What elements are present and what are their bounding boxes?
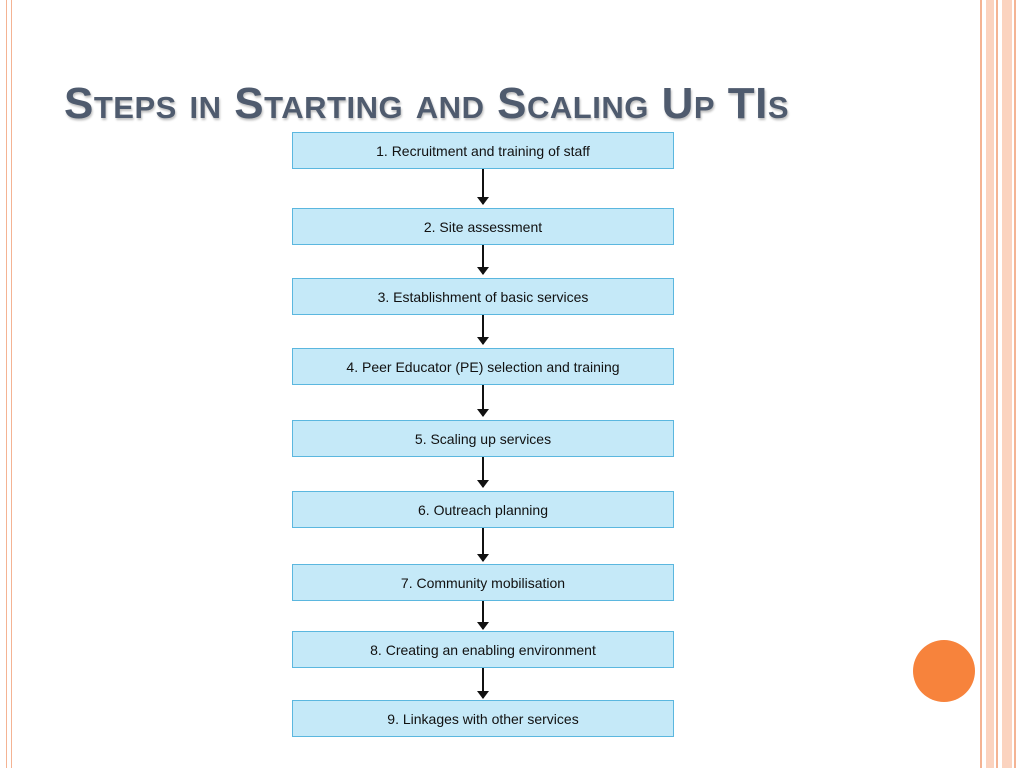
- flow-step-7: 7. Community mobilisation: [292, 564, 674, 601]
- flow-arrow: [477, 668, 489, 699]
- flow-arrow: [477, 601, 489, 630]
- flow-arrow: [477, 315, 489, 345]
- flow-step-6: 6. Outreach planning: [292, 491, 674, 528]
- slide-title: Steps in Starting and Scaling Up TIs: [64, 79, 790, 128]
- flow-step-4: 4. Peer Educator (PE) selection and trai…: [292, 348, 674, 385]
- flow-arrow: [477, 385, 489, 417]
- left-border-line: [11, 0, 12, 768]
- flow-step-8: 8. Creating an enabling environment: [292, 631, 674, 668]
- flow-arrow: [477, 457, 489, 488]
- flow-step-9: 9. Linkages with other services: [292, 700, 674, 737]
- flow-arrow: [477, 169, 489, 205]
- flow-step-1: 1. Recruitment and training of staff: [292, 132, 674, 169]
- flow-arrow: [477, 245, 489, 275]
- flow-step-3: 3. Establishment of basic services: [292, 278, 674, 315]
- left-border-line: [6, 0, 7, 768]
- flow-arrow: [477, 528, 489, 562]
- flow-step-2: 2. Site assessment: [292, 208, 674, 245]
- right-decorative-stripes: [980, 0, 1024, 768]
- flow-step-5: 5. Scaling up services: [292, 420, 674, 457]
- orange-circle-decoration: [913, 640, 975, 702]
